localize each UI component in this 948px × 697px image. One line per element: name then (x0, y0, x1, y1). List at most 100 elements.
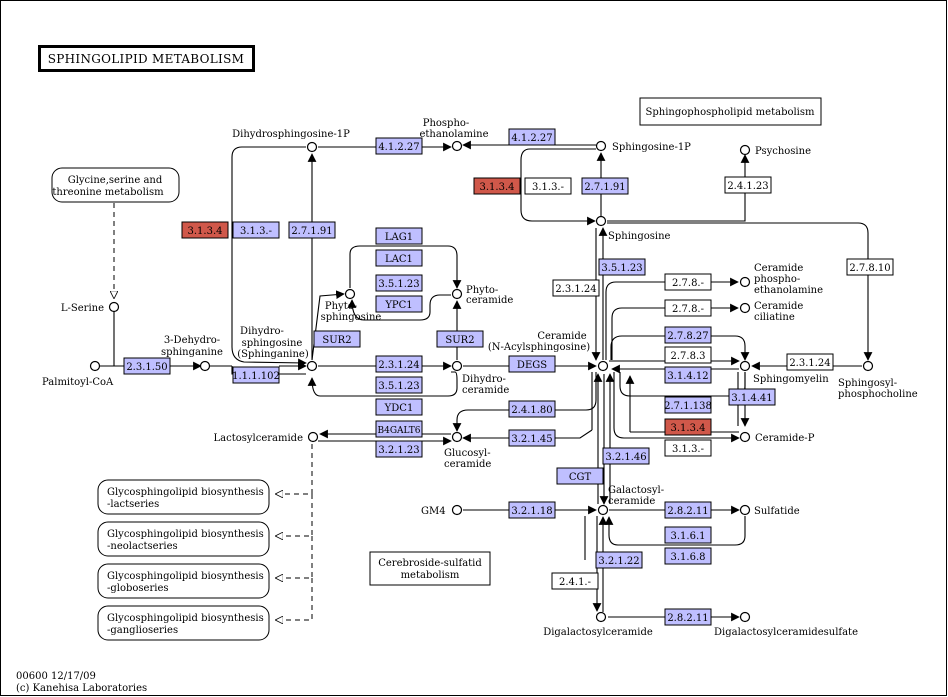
enzyme-box[interactable]: 3.1.6.8 (664, 547, 712, 565)
compound-3-dehydrosphinganine[interactable]: 3-Dehydro- sphinganine (161, 335, 223, 372)
enzyme-box[interactable]: 4.1.2.27 (508, 128, 556, 146)
compound-digalactosylceramide[interactable]: Digalactosylceramide (543, 611, 653, 639)
enzyme-box[interactable]: 2.4.1.23 (724, 176, 772, 194)
svg-text:Palmitoyl-CoA: Palmitoyl-CoA (42, 377, 114, 388)
svg-text:1.1.1.102: 1.1.1.102 (232, 371, 280, 382)
compound-phytoceramide[interactable]: Phyto- ceramide (451, 285, 514, 306)
compound-gm4[interactable]: GM4 (421, 504, 463, 518)
enzyme-box[interactable]: DEGS (508, 355, 556, 373)
map-link-glycosphingolipid-neolactseries[interactable]: Glycosphingolipid biosynthesis -neolacts… (97, 521, 270, 557)
svg-text:GM4: GM4 (421, 506, 446, 517)
enzyme-box[interactable]: 3.5.1.23 (375, 274, 423, 292)
compound-dihydrosphingosine-1p[interactable]: Dihydrosphingosine-1P (232, 129, 350, 153)
enzyme-box[interactable]: 2.4.1.80 (508, 400, 556, 418)
map-link-glycosphingolipid-lactseries[interactable]: Glycosphingolipid biosynthesis -lactseri… (97, 479, 270, 515)
compound-sphingosine[interactable]: Sphingosine (595, 215, 671, 243)
enzyme-box[interactable]: 2.7.1.91 (581, 177, 629, 195)
compound-phytosphingosine[interactable]: Phyto- sphingosine (321, 288, 382, 324)
enzyme-box[interactable]: 2.8.2.11 (664, 608, 712, 626)
compound-galactosylceramide[interactable]: Galactosyl- ceramide (597, 485, 665, 516)
svg-text:3.1.3.4: 3.1.3.4 (671, 423, 706, 434)
enzyme-box[interactable]: YPC1 (375, 295, 423, 313)
enzyme-box[interactable]: 3.1.4.12 (664, 366, 712, 384)
svg-text:3.1.3.-: 3.1.3.- (672, 444, 704, 455)
svg-text:Glycosphingolipid biosynthesis: Glycosphingolipid biosynthesis (107, 487, 264, 498)
enzyme-box[interactable]: 3.2.1.22 (595, 551, 643, 569)
svg-text:2.3.1.24: 2.3.1.24 (555, 284, 596, 295)
enzyme-box[interactable]: 3.1.3.4 (473, 177, 521, 195)
enzyme-box[interactable]: 2.7.1.91 (288, 221, 336, 239)
compound-ceramide-ciliatine[interactable]: Ceramide ciliatine (739, 301, 804, 323)
svg-text:ceramide: ceramide (462, 385, 509, 396)
svg-text:Glycosphingolipid biosynthesis: Glycosphingolipid biosynthesis (107, 571, 264, 582)
enzyme-box[interactable]: 3.1.3.- (664, 439, 712, 457)
enzyme-box[interactable]: 4.1.2.27 (375, 137, 423, 155)
enzyme-box[interactable]: LAG1 (375, 227, 423, 245)
enzyme-box[interactable]: 3.2.1.18 (508, 501, 556, 519)
enzyme-box[interactable]: 3.2.1.46 (602, 447, 650, 465)
enzyme-box[interactable]: CGT (556, 467, 604, 485)
svg-text:Galactosyl-: Galactosyl- (608, 485, 664, 496)
compound-phosphoethanolamine[interactable]: Phospho- ethanolamine (420, 118, 489, 152)
compound-ceramide-p[interactable]: Ceramide-P (739, 431, 815, 445)
compound-ceramide-phosphoethanolamine[interactable]: Ceramide phospho- ethanolamine (739, 263, 824, 296)
compound-palmitoyl-coa[interactable]: Palmitoyl-CoA (42, 360, 114, 389)
svg-text:3.5.1.23: 3.5.1.23 (601, 263, 642, 274)
enzyme-box[interactable]: 3.5.1.23 (598, 258, 646, 276)
compound-sphingosine-1p[interactable]: Sphingosine-1P (595, 140, 692, 154)
enzyme-box[interactable]: YDC1 (375, 398, 423, 416)
enzyme-box[interactable]: 3.1.6.1 (664, 526, 712, 544)
compound-ceramide[interactable]: Ceramide (N-Acylsphingosine) (488, 331, 609, 372)
map-link-cerebroside-sulfatid[interactable]: Cerebroside-sulfatid metabolism (369, 551, 491, 586)
svg-text:3.5.1.23: 3.5.1.23 (378, 279, 419, 290)
compound-digalactosylceramidesulfate[interactable]: Digalactosylceramidesulfate (714, 611, 858, 639)
compound-l-serine[interactable]: L-Serine (61, 301, 120, 315)
enzyme-box[interactable]: 2.4.1.- (551, 572, 599, 590)
map-link-sphingophospholipid[interactable]: Sphingophospholipid metabolism (639, 97, 822, 126)
enzyme-box[interactable]: 2.3.1.24 (552, 279, 600, 297)
enzyme-box[interactable]: B4GALT6 (375, 420, 423, 438)
enzyme-box[interactable]: 2.8.2.11 (664, 501, 712, 519)
enzyme-box[interactable]: 2.3.1.24 (786, 353, 834, 371)
enzyme-box[interactable]: 2.3.1.24 (375, 355, 423, 373)
svg-text:2.7.8.10: 2.7.8.10 (849, 263, 890, 274)
svg-text:-globoseries: -globoseries (107, 583, 169, 594)
enzyme-box[interactable]: 2.7.8.10 (846, 258, 894, 276)
compound-dihydroceramide[interactable]: Dihydro- ceramide (451, 360, 510, 397)
compound-sphingomyelin[interactable]: Sphingomyelin (739, 360, 830, 386)
svg-text:CGT: CGT (569, 472, 592, 483)
enzyme-box[interactable]: 3.1.3.4 (181, 221, 229, 239)
compound-glucosylceramide[interactable]: Glucosyl- ceramide (444, 431, 491, 471)
svg-text:4.1.2.27: 4.1.2.27 (378, 142, 419, 153)
map-link-glycosphingolipid-globoseries[interactable]: Glycosphingolipid biosynthesis -globoser… (97, 563, 270, 599)
enzyme-box[interactable]: 2.7.8.27 (664, 326, 712, 344)
map-link-glycine-serine-threonine[interactable]: Glycine,serine and threonine metabolism (51, 167, 180, 203)
enzyme-box[interactable]: 2.7.8.- (664, 299, 712, 317)
enzyme-box[interactable]: 3.2.1.45 (508, 429, 556, 447)
compound-lactosylceramide[interactable]: Lactosylceramide (214, 431, 319, 445)
enzyme-box[interactable]: 3.5.1.23 (375, 376, 423, 394)
enzyme-box[interactable]: 2.7.1.138 (664, 396, 712, 414)
svg-text:Sphingophospholipid metabolism: Sphingophospholipid metabolism (646, 107, 816, 118)
enzyme-box[interactable]: 3.1.4.41 (728, 388, 776, 406)
enzyme-box[interactable]: 1.1.1.102 (232, 366, 280, 384)
enzyme-box[interactable]: 3.1.3.- (232, 221, 280, 239)
enzyme-box[interactable]: LAC1 (375, 249, 423, 267)
enzyme-box[interactable]: 3.2.1.23 (375, 440, 423, 458)
compound-sulfatide[interactable]: Sulfatide (739, 504, 800, 518)
compound-psychosine[interactable]: Psychosine (739, 144, 812, 158)
svg-text:2.8.2.11: 2.8.2.11 (667, 506, 708, 517)
enzyme-box[interactable]: 2.7.8.- (664, 273, 712, 291)
svg-text:2.7.8.-: 2.7.8.- (672, 278, 704, 289)
enzyme-box[interactable]: 3.1.3.- (524, 177, 572, 195)
enzyme-box[interactable]: SUR2 (313, 330, 361, 348)
svg-text:3.5.1.23: 3.5.1.23 (378, 381, 419, 392)
enzyme-box[interactable]: 2.3.1.50 (123, 357, 171, 375)
compound-dihydrosphingosine[interactable]: Dihydro- sphingosine (Sphinganine) (237, 326, 318, 372)
svg-text:3.1.3.4: 3.1.3.4 (480, 182, 515, 193)
enzyme-box[interactable]: 2.7.8.3 (664, 346, 712, 364)
map-link-glycosphingolipid-ganglioseries[interactable]: Glycosphingolipid biosynthesis -ganglios… (97, 605, 270, 641)
compound-sphingosylphosphocholine[interactable]: Sphingosyl- phosphocholine (838, 360, 918, 401)
enzyme-box[interactable]: 3.1.3.4 (664, 418, 712, 436)
enzyme-box[interactable]: SUR2 (436, 330, 484, 348)
